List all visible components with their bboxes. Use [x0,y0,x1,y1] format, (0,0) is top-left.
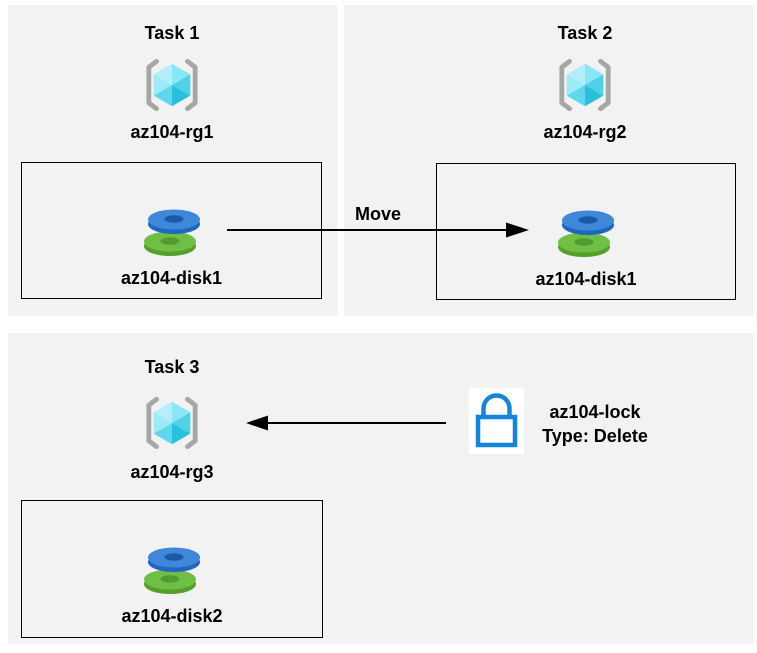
panel-task1-title: Task 1 [144,23,200,43]
resource-group-icon [141,57,203,113]
resource-group-name: az104-rg1 [130,122,214,142]
disk-name: az104-disk1 [120,268,223,288]
move-arrow-label: Move [354,204,401,224]
disk-container-box: az104-disk2 [21,500,323,638]
panel-task3-title: Task 3 [144,357,200,377]
lock-type: Type: Delete [542,426,648,446]
panel-task2: Task 2 az104-rg2 [344,5,753,316]
disk-container-box: az104-disk1 [436,163,736,300]
managed-disk-icon [140,205,204,257]
disk-name: az104-disk1 [535,269,637,289]
panel-task1: Task 1 az104-rg1 [8,5,337,316]
resource-group-icon [554,57,616,113]
resource-group-name: az104-rg3 [130,462,214,482]
lock-caption: az104-lock Type: Delete [539,400,651,448]
panel-task3: Task 3 az104-rg3 [8,333,753,644]
resource-group-icon [141,395,203,451]
resource-group-name: az104-rg2 [543,122,627,142]
panel-task2-title: Task 2 [557,23,613,43]
managed-disk-icon [140,543,204,595]
managed-disk-icon [554,206,618,258]
lock-icon [469,388,524,454]
lock-name: az104-lock [549,402,641,422]
disk-container-box: az104-disk1 [21,162,322,299]
disk-name: az104-disk2 [121,606,223,626]
